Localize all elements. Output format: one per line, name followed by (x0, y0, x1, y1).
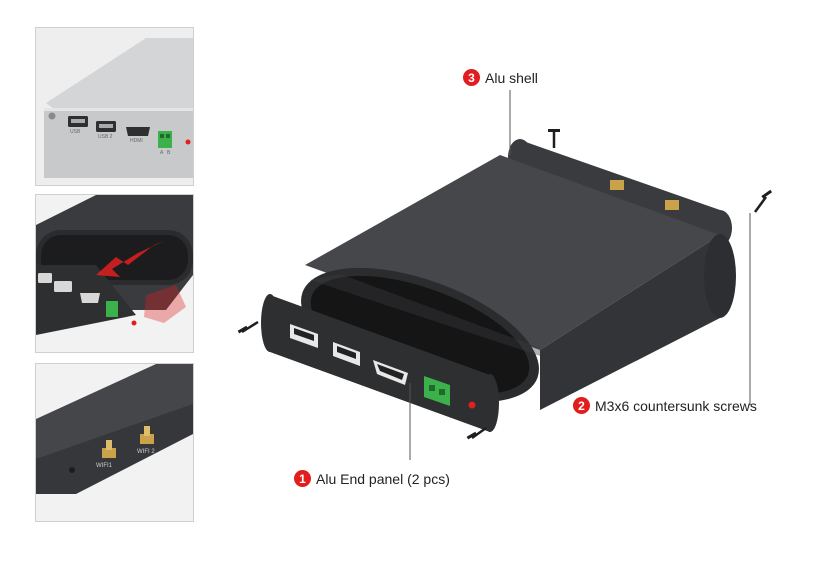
exploded-view-illustration (210, 60, 810, 478)
callout-number-badge: 3 (463, 69, 480, 86)
callout-label: Alu shell (485, 69, 538, 86)
port-label-wifi2: WIFI 2 (137, 449, 155, 455)
thumbnail-wifi-connectors: WIFI1 WIFI 2 (35, 363, 194, 522)
port-label-wifi1: WIFI1 (96, 463, 112, 469)
port-label-usb-2: USB 2 (98, 134, 113, 140)
callout-label: Alu End panel (2 pcs) (316, 470, 450, 487)
callout-number-badge: 1 (294, 470, 311, 487)
back-screw (548, 129, 560, 148)
callout-end-panel: 1 Alu End panel (2 pcs) (294, 470, 450, 487)
port-label-usb: USB (70, 129, 81, 135)
thumbnail-panel-slide (35, 194, 194, 353)
callout-alu-shell: 3 Alu shell (463, 69, 538, 86)
port-label-a: A (160, 150, 164, 156)
front-screw-bottom (466, 426, 487, 440)
shell-front-opening (301, 267, 540, 403)
right-screw (753, 189, 773, 213)
thumbnail-silver-enclosure: USB USB 2 HDMI A B (35, 27, 194, 186)
callout-number-badge: 2 (573, 397, 590, 414)
port-label-hdmi: HDMI (130, 138, 143, 144)
callout-label: M3x6 countersunk screws (595, 397, 757, 414)
front-end-panel (261, 294, 499, 432)
port-label-b: B (167, 150, 171, 156)
front-screw-left (237, 320, 259, 334)
callout-countersunk-screws: 2 M3x6 countersunk screws (573, 397, 757, 414)
